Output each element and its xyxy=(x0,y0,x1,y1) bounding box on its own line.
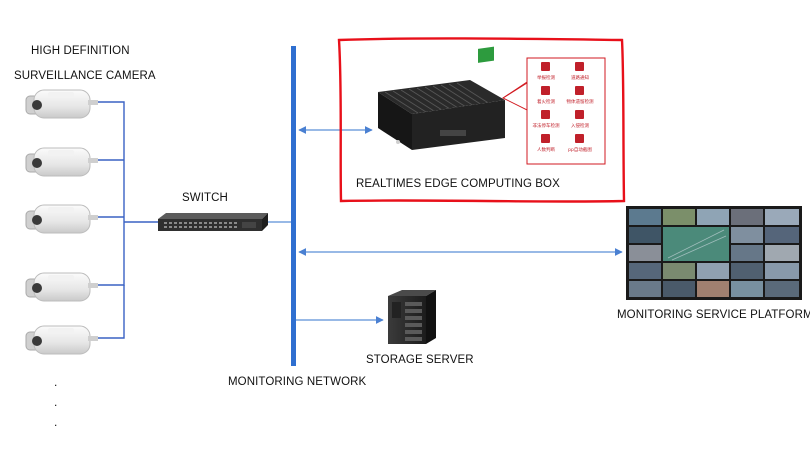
ellipsis-dot: . xyxy=(54,415,58,429)
feature-label: 举报检测 xyxy=(537,74,555,81)
camera-icon xyxy=(25,204,98,234)
feature-label: 非法停车检测 xyxy=(533,122,560,129)
network-bus xyxy=(291,46,296,366)
edge-box-label: REALTIMES EDGE COMPUTING BOX xyxy=(356,178,560,190)
edge-box-highlight xyxy=(337,37,626,203)
switch-icon xyxy=(158,213,268,231)
edge-computing-device-icon xyxy=(378,46,505,150)
storage-server-icon xyxy=(388,290,436,344)
feature-label: pp自动截图 xyxy=(568,146,592,153)
switch-label: SWITCH xyxy=(182,192,228,204)
camera-icon xyxy=(25,272,98,302)
edge-feature-panel xyxy=(526,57,606,165)
monitoring-video-wall-icon xyxy=(626,206,802,300)
camera-connector-lines xyxy=(88,101,158,339)
feature-label: 着火检测 xyxy=(537,98,555,105)
camera-icons xyxy=(25,89,98,355)
ellipsis-dot: . xyxy=(54,375,58,389)
platform-label: MONITORING SERVICE PLATFORM xyxy=(617,309,810,321)
camera-title-line1: HIGH DEFINITION xyxy=(31,45,130,57)
storage-label: STORAGE SERVER xyxy=(366,354,474,366)
camera-icon xyxy=(25,89,98,119)
feature-label: 道路通知 xyxy=(571,74,589,81)
camera-icon xyxy=(25,147,98,177)
feature-label: 人数判断 xyxy=(537,146,555,153)
feature-label: 入侵检测 xyxy=(571,122,589,129)
feature-label: 物体遗留检测 xyxy=(567,98,594,105)
ellipsis-dot: . xyxy=(54,395,58,409)
camera-title-line2: SURVEILLANCE CAMERA xyxy=(14,70,156,82)
feature-icons xyxy=(541,62,584,143)
network-label: MONITORING NETWORK xyxy=(228,376,367,388)
camera-icon xyxy=(25,325,98,355)
